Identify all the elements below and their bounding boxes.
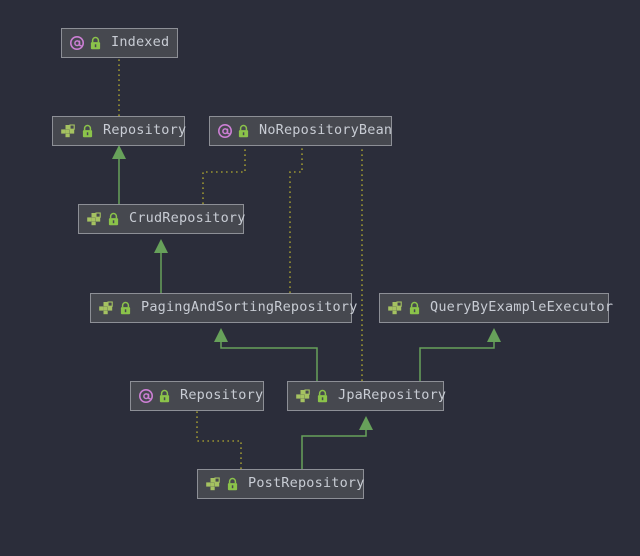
node-icons xyxy=(217,123,250,139)
annotation-icon xyxy=(138,388,154,404)
class-node-querybyexampleexecutor[interactable]: QueryByExampleExecutor xyxy=(379,293,613,323)
interface-icon xyxy=(98,300,115,316)
edge-annotated-by-pagingandsortingrepository-to-norepositorybean xyxy=(289,146,303,293)
class-node-label: JpaRepository xyxy=(338,387,447,404)
node-icons xyxy=(387,300,421,316)
interface-icon xyxy=(86,211,103,227)
node-icons xyxy=(98,300,132,316)
lock-icon xyxy=(237,124,250,139)
class-node-indexed[interactable]: Indexed xyxy=(61,28,178,58)
lock-icon xyxy=(107,212,120,227)
interface-icon xyxy=(387,300,404,316)
lock-icon xyxy=(89,36,102,51)
class-node-label: NoRepositoryBean xyxy=(259,122,393,139)
annotation-icon xyxy=(217,123,233,139)
class-node-jparepository[interactable]: JpaRepository xyxy=(287,381,447,411)
edge-annotated-by-postrepository-to-repository-annotation xyxy=(196,411,242,469)
lock-icon xyxy=(119,301,132,316)
edge-extends-jparepository-to-pagingandsortingrepository xyxy=(220,335,318,381)
class-node-pagingandsortingrepository[interactable]: PagingAndSortingRepository xyxy=(90,293,357,323)
lock-icon xyxy=(226,477,239,492)
edge-extends-postrepository-to-jparepository xyxy=(301,423,367,469)
inheritance-arrowhead xyxy=(214,328,228,342)
class-node-label: Repository xyxy=(180,387,264,404)
interface-icon xyxy=(295,388,312,404)
class-node-label: Repository xyxy=(103,122,187,139)
class-node-label: PagingAndSortingRepository xyxy=(141,299,358,316)
node-icons xyxy=(295,388,329,404)
class-node-label: PostRepository xyxy=(248,475,365,492)
lock-icon xyxy=(408,301,421,316)
lock-icon xyxy=(316,389,329,404)
interface-icon xyxy=(205,476,222,492)
lock-icon xyxy=(81,124,94,139)
node-icons xyxy=(138,388,171,404)
interface-icon xyxy=(60,123,77,139)
inheritance-arrowhead xyxy=(154,239,168,253)
class-node-label: CrudRepository xyxy=(129,210,246,227)
class-node-norepositorybean[interactable]: NoRepositoryBean xyxy=(209,116,392,146)
class-node-label: Indexed xyxy=(111,34,170,51)
node-icons xyxy=(205,476,239,492)
class-node-repository-annotation[interactable]: Repository xyxy=(130,381,264,411)
node-icons xyxy=(60,123,94,139)
edge-extends-jparepository-to-querybyexampleexecutor xyxy=(419,335,495,381)
lock-icon xyxy=(158,389,171,404)
class-node-repository[interactable]: Repository xyxy=(52,116,187,146)
node-icons xyxy=(86,211,120,227)
class-node-label: QueryByExampleExecutor xyxy=(430,299,614,316)
node-icons xyxy=(69,35,102,51)
inheritance-arrowhead xyxy=(487,328,501,342)
annotation-icon xyxy=(69,35,85,51)
class-node-crudrepository[interactable]: CrudRepository xyxy=(78,204,246,234)
inheritance-arrowhead xyxy=(359,416,373,430)
inheritance-arrowhead xyxy=(112,145,126,159)
edge-annotated-by-crudrepository-to-norepositorybean xyxy=(202,146,246,204)
class-node-postrepository[interactable]: PostRepository xyxy=(197,469,364,499)
